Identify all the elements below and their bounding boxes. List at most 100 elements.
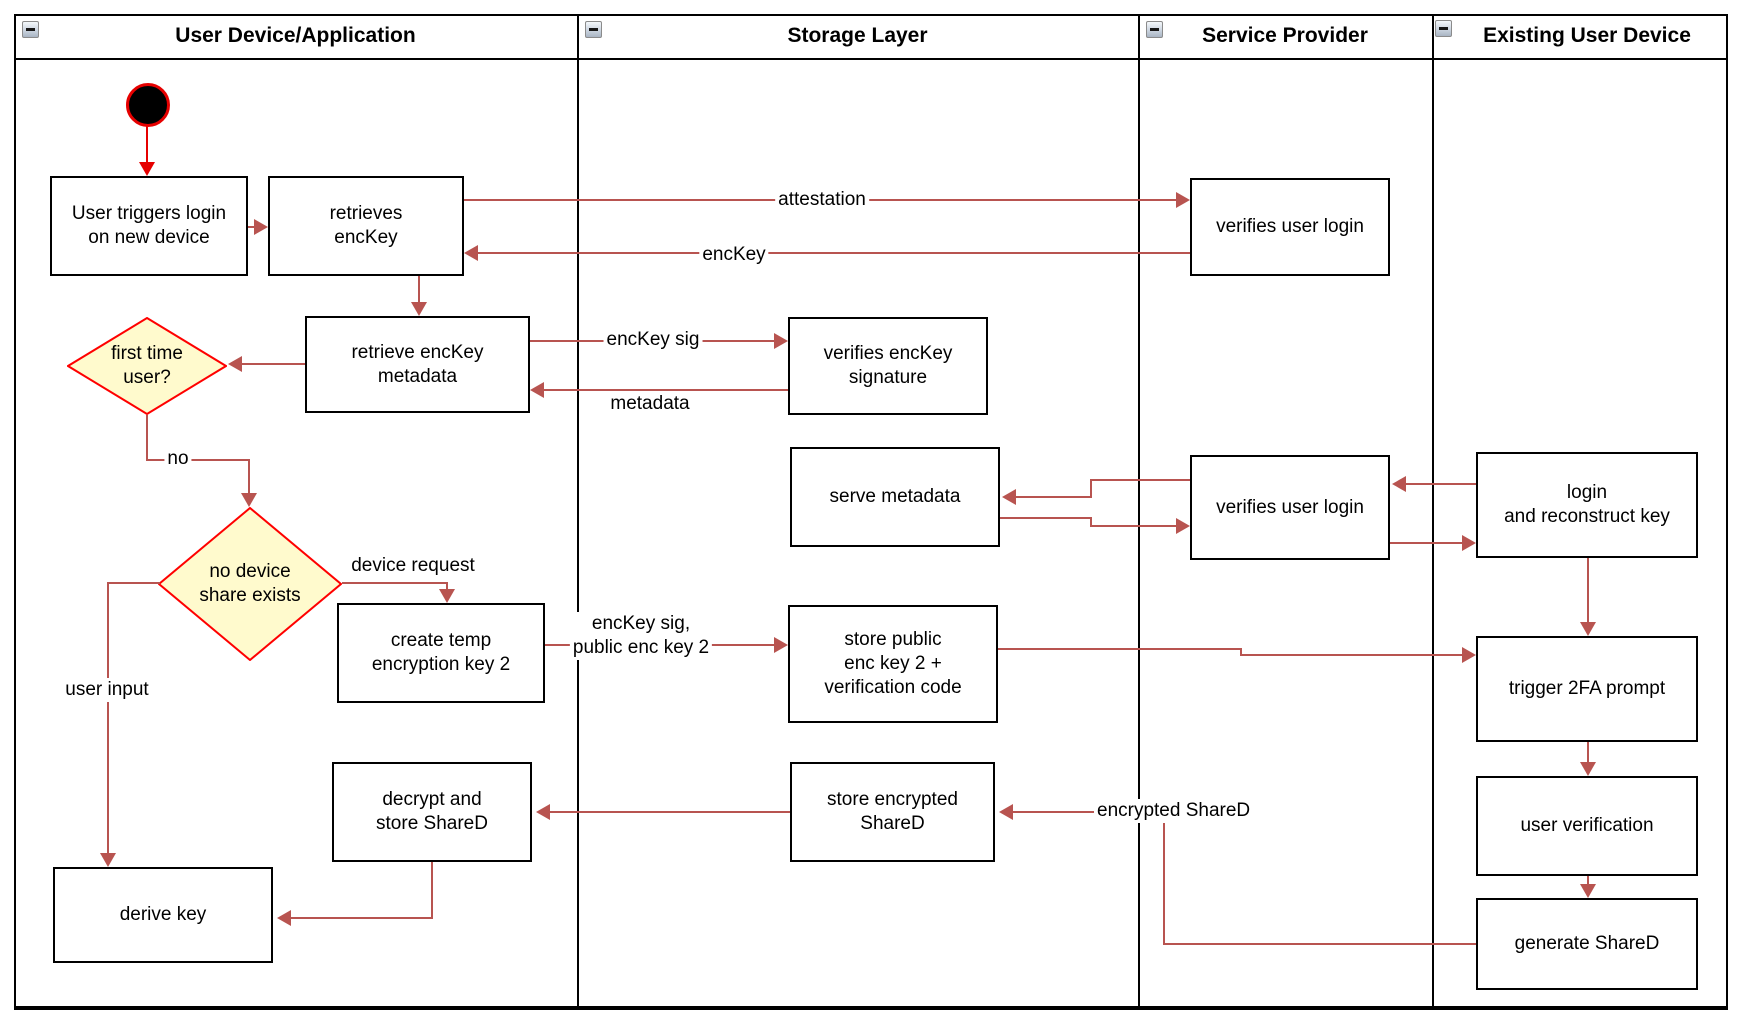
edge-enckey-line <box>478 252 1190 254</box>
edge-device-request-line <box>446 582 448 592</box>
edge-label-device-request: device request <box>348 554 478 578</box>
node-verifies-user-login-top[interactable]: verifies user login <box>1190 178 1390 276</box>
lane-header-existing-user-device[interactable]: Existing User Device <box>1483 24 1691 47</box>
edge-no-line <box>146 459 250 461</box>
edge-arrowhead <box>1462 647 1476 663</box>
edge-user-input-line <box>107 582 109 855</box>
lane-header-service-provider[interactable]: Service Provider <box>1202 24 1368 47</box>
edge-line <box>1240 648 1242 656</box>
edge-line <box>1090 525 1176 527</box>
edge-no-arrowhead <box>241 493 257 507</box>
edge-arrowhead <box>277 910 291 926</box>
node-trigger-2fa[interactable]: trigger 2FA prompt <box>1476 636 1698 742</box>
edge-enckey-arrowhead <box>464 245 478 261</box>
node-user-verification[interactable]: user verification <box>1476 776 1698 876</box>
edge-label-enckey-sig-pub2: encKey sig, public enc key 2 <box>569 612 713 660</box>
edge-device-request-line <box>342 582 448 584</box>
edge-arrowhead <box>1580 884 1596 898</box>
node-user-triggers-login[interactable]: User triggers login on new device <box>50 176 248 276</box>
edge-arrowhead <box>1392 476 1406 492</box>
initial-node[interactable] <box>126 83 170 127</box>
edge-encrypted-shared-line <box>1163 811 1165 945</box>
decision-label: no device share exists <box>199 561 301 606</box>
edge-start-arrowhead <box>139 162 155 176</box>
edge-line <box>248 226 256 228</box>
edge-line <box>291 917 433 919</box>
edge-arrowhead <box>1002 489 1016 505</box>
edge-enckey-sig2-arrowhead <box>774 637 788 653</box>
edge-arrowhead <box>411 302 427 316</box>
edge-line <box>550 811 790 813</box>
edge-line <box>1016 496 1092 498</box>
lane-header-storage-layer[interactable]: Storage Layer <box>787 24 928 47</box>
edge-label-encrypted-shared: encrypted ShareD <box>1094 799 1254 823</box>
edge-line <box>1406 483 1476 485</box>
collapse-icon[interactable] <box>22 21 39 38</box>
edge-enckey-sig-arrowhead <box>774 333 788 349</box>
edge-metadata-arrowhead <box>530 382 544 398</box>
edge-user-input-arrowhead <box>100 853 116 867</box>
node-derive-key[interactable]: derive key <box>53 867 273 963</box>
edge-start-line <box>146 126 148 164</box>
edge-arrowhead <box>1580 762 1596 776</box>
edge-line <box>998 648 1242 650</box>
edge-label-attestation: attestation <box>775 188 869 212</box>
edge-encrypted-shared-line <box>1013 811 1166 813</box>
diamond-shape <box>67 317 227 415</box>
node-store-public-key[interactable]: store public enc key 2 + verification co… <box>788 605 998 723</box>
edge-line <box>1587 742 1589 764</box>
edge-label-user-input: user input <box>62 678 152 702</box>
edge-line <box>431 862 433 919</box>
edge-label-enckey-sig: encKey sig <box>603 328 703 352</box>
node-verifies-user-login-mid[interactable]: verifies user login <box>1190 455 1390 560</box>
node-retrieves-enckey[interactable]: retrieves encKey <box>268 176 464 276</box>
node-store-encrypted-shared[interactable]: store encrypted ShareD <box>790 762 995 862</box>
edge-arrowhead <box>1580 622 1596 636</box>
edge-line <box>242 363 305 365</box>
diamond-shape <box>158 507 342 661</box>
decision-no-device-share[interactable]: no device share exists <box>158 507 342 661</box>
edge-arrowhead <box>1176 518 1190 534</box>
edge-label-no: no <box>164 447 192 471</box>
edge-arrowhead <box>1462 535 1476 551</box>
collapse-icon[interactable] <box>1146 21 1163 38</box>
decision-label: first time user? <box>111 343 183 388</box>
node-retrieve-enckey-metadata[interactable]: retrieve encKey metadata <box>305 316 530 413</box>
node-login-reconstruct-key[interactable]: login and reconstruct key <box>1476 452 1698 558</box>
node-verifies-enckey-signature[interactable]: verifies encKey signature <box>788 317 988 415</box>
node-create-temp-key[interactable]: create temp encryption key 2 <box>337 603 545 703</box>
edge-no-line <box>248 459 250 495</box>
node-decrypt-store-shared[interactable]: decrypt and store ShareD <box>332 762 532 862</box>
edge-line <box>1240 654 1464 656</box>
edge-encrypted-shared-line <box>1164 943 1476 945</box>
edge-line <box>1090 517 1092 527</box>
node-generate-shared[interactable]: generate ShareD <box>1476 898 1698 990</box>
edge-no-line <box>146 415 148 461</box>
lane-header-user-device[interactable]: User Device/Application <box>175 24 416 47</box>
node-serve-metadata[interactable]: serve metadata <box>790 447 1000 547</box>
collapse-icon[interactable] <box>585 21 602 38</box>
edge-line <box>1000 517 1092 519</box>
lane-separator-3 <box>1432 14 1434 1008</box>
edge-encrypted-shared-arrowhead <box>999 804 1013 820</box>
edge-arrowhead <box>536 804 550 820</box>
edge-line <box>418 276 420 304</box>
edge-line <box>1090 479 1190 481</box>
edge-device-request-arrowhead <box>439 589 455 603</box>
edge-label-metadata: metadata <box>607 392 693 416</box>
edge-attestation-arrowhead <box>1176 192 1190 208</box>
edge-user-input-line <box>107 582 160 584</box>
lane-separator-1 <box>577 14 579 1008</box>
lane-separator-2 <box>1138 14 1140 1008</box>
edge-arrowhead <box>228 356 242 372</box>
edge-arrowhead <box>254 219 268 235</box>
decision-first-time-user[interactable]: first time user? <box>67 317 227 415</box>
collapse-icon[interactable] <box>1435 20 1452 37</box>
edge-line <box>1390 542 1464 544</box>
edge-line <box>1090 479 1092 498</box>
edge-label-enckey: encKey <box>699 243 769 267</box>
edge-line <box>1587 876 1589 886</box>
lane-header-underline <box>14 58 1728 60</box>
edge-line <box>1587 558 1589 624</box>
